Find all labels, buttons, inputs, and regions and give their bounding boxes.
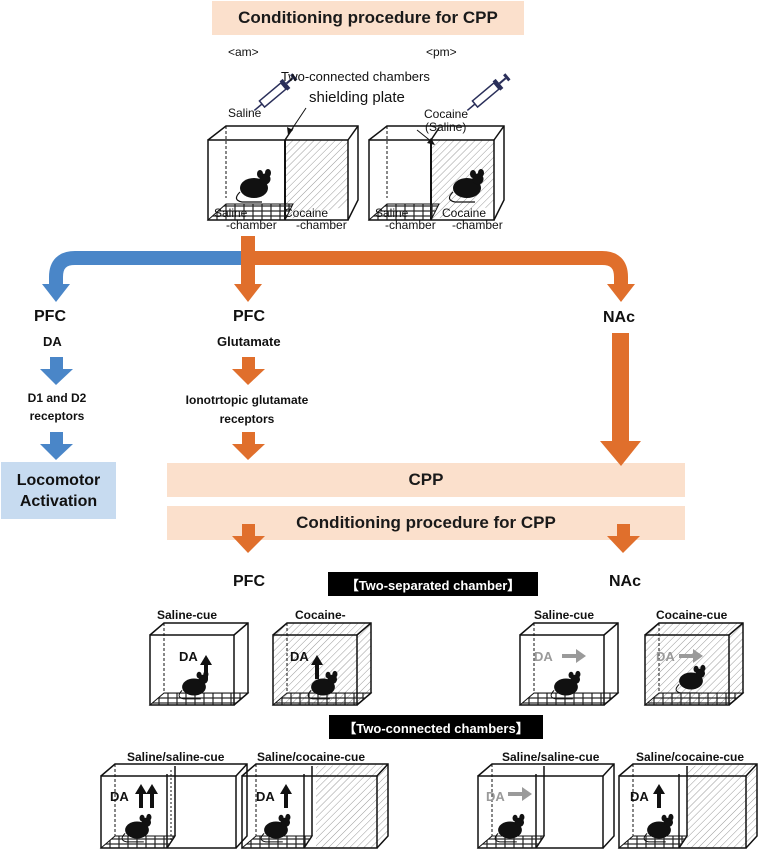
conn-label-4: Saline/cocaine-cue (636, 750, 745, 764)
top-chamber-left (206, 125, 359, 221)
chamber-label-r2a: Cocaine (442, 206, 487, 220)
da-label-conn-3: DA (486, 789, 505, 804)
left-receptor-line-2: receptors (29, 409, 85, 423)
da-label-sep-2: DA (290, 649, 309, 664)
two-connected-caption: Two-connected chambers (281, 69, 430, 84)
sep-cube-4 (645, 623, 743, 705)
da-label-sep-4: DA (656, 649, 675, 664)
injection-right-label-2: (Saline) (425, 120, 467, 134)
sep-label-4: Cocaine-cue (656, 608, 728, 622)
mid-region-label: PFC (233, 308, 265, 325)
lower-nac-label: NAc (609, 573, 642, 590)
chamber-label-l2b: -chamber (296, 218, 347, 232)
blue-branch-arrow (49, 251, 248, 286)
conn-cube-1 (99, 763, 248, 849)
two-connected-text: 【Two-connected chambers】 (343, 720, 529, 736)
syringe-right-icon (466, 73, 511, 112)
shielding-plate-label: shielding plate (309, 89, 405, 106)
chamber-label-r2b: -chamber (452, 218, 503, 232)
chamber-label-r1b: -chamber (385, 218, 436, 232)
conn-cube-2 (240, 763, 389, 849)
cpp-text: CPP (408, 470, 444, 489)
sep-label-1: Saline-cue (157, 608, 218, 622)
left-transmitter-label: DA (43, 334, 62, 349)
chamber-label-r1a: Saline (375, 206, 409, 220)
sep-label-3: Saline-cue (534, 608, 595, 622)
mid-receptor-line-2: receptors (219, 412, 275, 426)
mid-transmitter-label: Glutamate (217, 334, 281, 349)
title-text: Conditioning procedure for CPP (238, 8, 498, 27)
conn-label-3: Saline/saline-cue (502, 750, 600, 764)
right-region-label: NAc (603, 309, 636, 326)
left-region-label: PFC (34, 308, 66, 325)
chamber-label-l2a: Cocaine (284, 206, 329, 220)
sep-cube-2 (273, 623, 371, 705)
da-label-conn-2: DA (256, 789, 275, 804)
syringe-left-icon (253, 73, 298, 112)
sep-cube-1 (149, 622, 249, 706)
loco-line-1: Locomotor (16, 471, 101, 489)
lower-pfc-label: PFC (233, 573, 265, 590)
conn-label-1: Saline/saline-cue (127, 750, 225, 764)
da-label-conn-1: DA (110, 789, 129, 804)
conditioning-text: Conditioning procedure for CPP (296, 513, 556, 532)
conn-cube-4 (617, 763, 758, 849)
loco-line-2: Activation (19, 492, 98, 510)
two-separated-bar: 【Two-separated chamber】 (328, 572, 538, 596)
da-label-sep-3: DA (534, 649, 553, 664)
two-connected-bar: 【Two-connected chambers】 (329, 715, 543, 739)
da-label-conn-4: DA (630, 789, 649, 804)
mid-receptor-line-1: Ionotrtopic glutamate (185, 393, 309, 407)
two-separated-text: 【Two-separated chamber】 (345, 577, 521, 593)
title-band: Conditioning procedure for CPP (212, 1, 524, 35)
chamber-label-l1b: -chamber (226, 218, 277, 232)
sep-cube-3 (519, 622, 619, 706)
conn-cube-3 (476, 763, 615, 849)
cpp-band: CPP (167, 463, 685, 497)
injection-right-label-1: Cocaine (424, 107, 469, 121)
injection-left-label: Saline (228, 106, 262, 120)
session-pm: <pm> (426, 45, 457, 59)
session-am: <am> (228, 45, 259, 59)
top-chamber-right (367, 125, 505, 221)
da-label-sep-1: DA (179, 649, 198, 664)
left-receptor-line-1: D1 and D2 (27, 391, 87, 405)
conn-label-2: Saline/cocaine-cue (257, 750, 366, 764)
sep-label-2: Cocaine- (295, 608, 346, 622)
chamber-label-l1a: Saline (214, 206, 248, 220)
locomotor-activation-box: Locomotor Activation (1, 462, 116, 519)
